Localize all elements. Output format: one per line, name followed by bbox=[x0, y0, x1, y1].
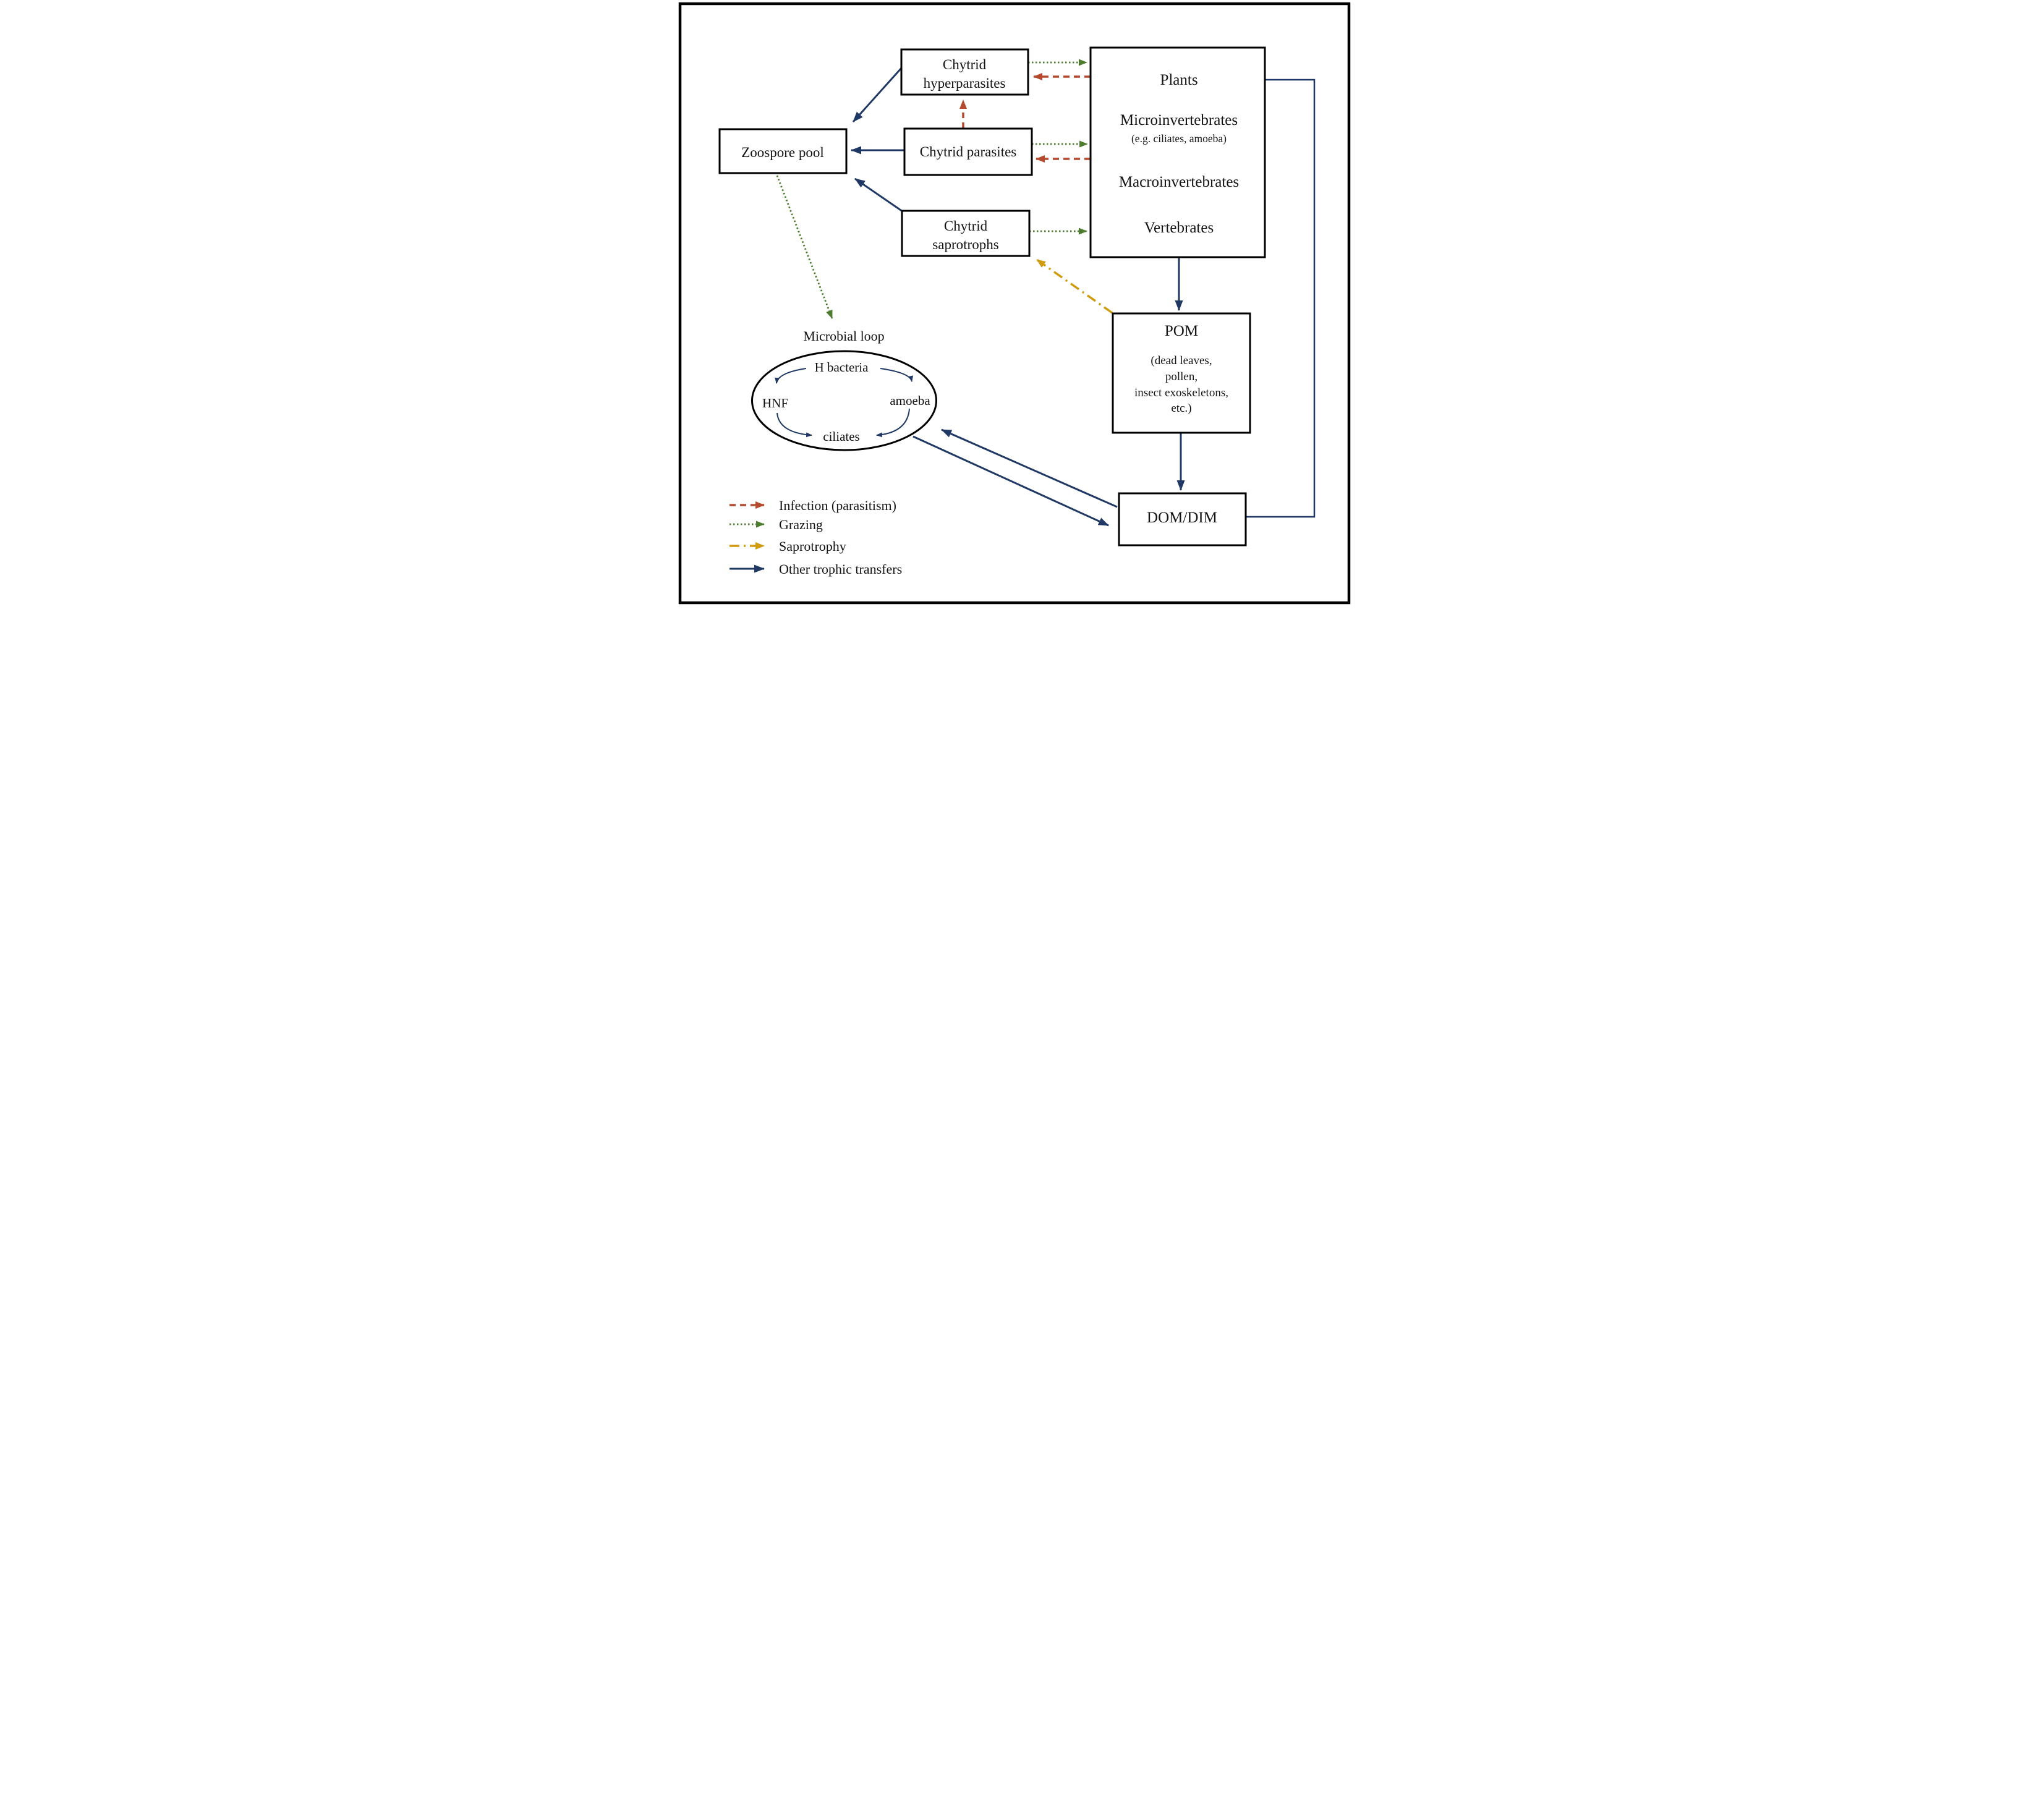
saprotrophs-label-line1: Chytrid bbox=[944, 218, 988, 234]
vertebrates-label: Vertebrates bbox=[1144, 219, 1214, 236]
saprotrophs-label-line2: saprotrophs bbox=[932, 237, 998, 252]
arrow-trophic-microbial-loop-to-dom bbox=[912, 435, 1109, 527]
hyperparasites-label-line2: hyperparasites bbox=[924, 75, 1006, 91]
arrow-grazing-zoospore-to-microbial-loop bbox=[776, 175, 833, 319]
hnf-label: HNF bbox=[762, 396, 788, 410]
node-pom bbox=[1112, 312, 1251, 434]
microinvertebrates-label: Microinvertebrates bbox=[1120, 112, 1238, 129]
hyperparasites-label-line1: Chytrid bbox=[943, 57, 987, 72]
food-web-diagram: Chytrid hyperparasites Chytrid parasites… bbox=[678, 2, 1351, 605]
arrow-trophic-dom-to-microbial-loop bbox=[941, 428, 1118, 508]
pom-line1: (dead leaves, bbox=[1151, 354, 1212, 367]
legend: Infection (parasitism) Grazing Saprotrop… bbox=[730, 498, 902, 577]
legend-trophic-label: Other trophic transfers bbox=[779, 561, 902, 577]
amoeba-label: amoeba bbox=[890, 393, 930, 408]
microbial-loop-ellipse bbox=[751, 350, 937, 451]
node-food-web-box bbox=[1089, 46, 1266, 258]
parasites-label: Chytrid parasites bbox=[920, 144, 1017, 159]
legend-saprotrophy-label: Saprotrophy bbox=[779, 538, 846, 554]
arrow-saprotrophy-pom-to-saprotrophs bbox=[1036, 258, 1113, 314]
figure-border bbox=[678, 2, 1351, 605]
macroinvertebrates-label: Macroinvertebrates bbox=[1119, 174, 1239, 190]
arrow-bacteria-to-hnf bbox=[775, 368, 807, 384]
microbial-loop-title: Microbial loop bbox=[803, 328, 884, 344]
node-chytrid-hyperparasites bbox=[900, 48, 1029, 96]
node-zoospore-pool bbox=[718, 128, 848, 174]
legend-grazing-label: Grazing bbox=[779, 517, 823, 532]
plants-label: Plants bbox=[1160, 72, 1197, 88]
arrow-amoeba-to-ciliates bbox=[876, 408, 910, 438]
pom-line3: insect exoskeletons, bbox=[1134, 386, 1228, 399]
node-chytrid-parasites bbox=[903, 127, 1033, 176]
diagram-canvas: Chytrid hyperparasites Chytrid parasites… bbox=[676, 0, 1353, 606]
node-dom-dim bbox=[1118, 492, 1247, 546]
arrow-hnf-to-ciliates bbox=[776, 412, 812, 438]
arrow-trophic-hyperparasites-to-zoospore bbox=[852, 66, 903, 123]
arrow-bacteria-to-amoeba bbox=[880, 368, 914, 382]
pom-title: POM bbox=[1165, 323, 1198, 339]
zoospore-pool-label: Zoospore pool bbox=[741, 145, 824, 160]
ciliates-label: ciliates bbox=[823, 429, 859, 444]
arrow-trophic-saprotrophs-to-zoospore bbox=[854, 177, 903, 213]
h-bacteria-label: H bacteria bbox=[815, 360, 869, 375]
pom-line2: pollen, bbox=[1165, 370, 1197, 383]
legend-infection-label: Infection (parasitism) bbox=[779, 498, 896, 513]
dom-dim-label: DOM/DIM bbox=[1147, 509, 1217, 526]
microinvertebrates-note: (e.g. ciliates, amoeba) bbox=[1131, 132, 1227, 145]
pom-line4: etc.) bbox=[1171, 402, 1191, 415]
node-chytrid-saprotrophs bbox=[901, 210, 1031, 257]
